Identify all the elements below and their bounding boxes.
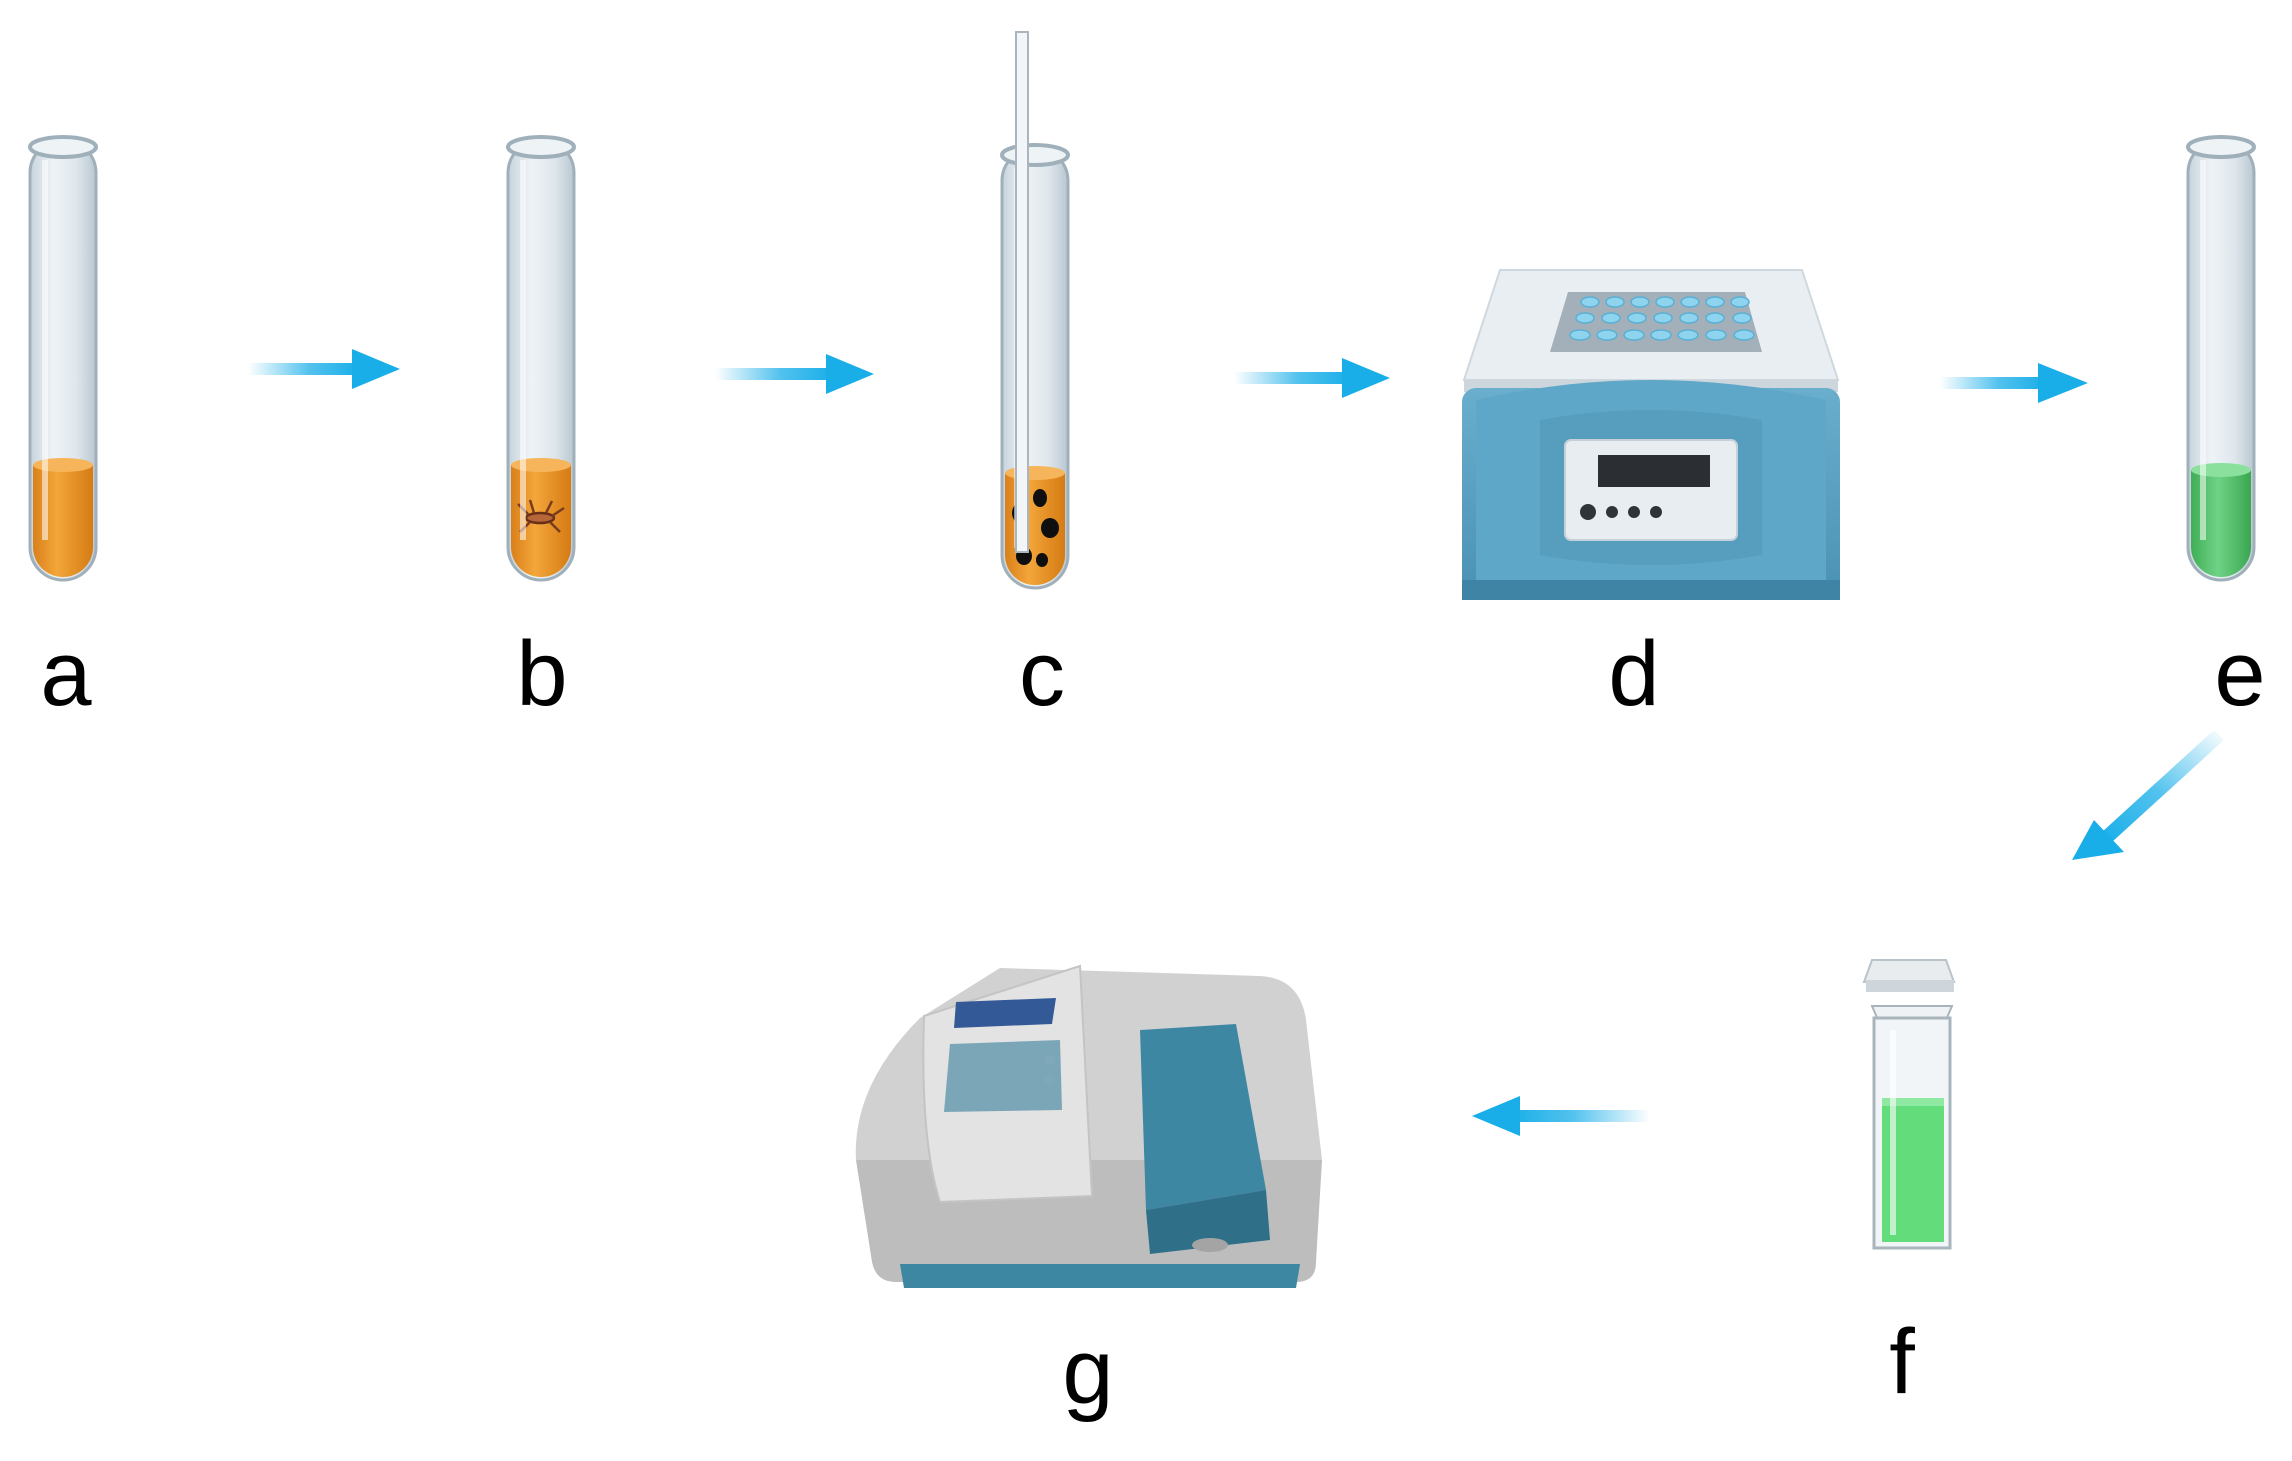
cuvette-icon (1862, 959, 1956, 1250)
heating-block-icon (1462, 269, 1840, 600)
step-label-d: d (1608, 623, 1660, 725)
arrow-b-to-c (715, 354, 874, 394)
test-tube-rod-icon (1000, 143, 1070, 590)
heating-block-wells (1569, 296, 1755, 341)
test-tube-green-icon (2186, 135, 2256, 582)
arrow-a-to-b (248, 349, 400, 389)
test-tube-insect-icon (506, 135, 576, 582)
arrow-c-to-d (1234, 358, 1390, 398)
arrow-f-to-g (1472, 1096, 1650, 1136)
heating-block-buttons (1580, 504, 1662, 520)
arrow-d-to-e (1940, 363, 2088, 403)
step-label-g: g (1062, 1321, 1114, 1423)
step-label-f: f (1889, 1311, 1915, 1413)
arrow-e-to-f (2072, 730, 2224, 860)
test-tube-orange-icon (28, 135, 98, 582)
step-label-b: b (516, 623, 568, 725)
step-label-e: e (2214, 623, 2266, 725)
glass-rod-icon (1015, 31, 1029, 553)
step-label-c: c (1019, 623, 1065, 725)
spectrophotometer-icon (855, 964, 1322, 1288)
step-label-a: a (40, 623, 92, 725)
